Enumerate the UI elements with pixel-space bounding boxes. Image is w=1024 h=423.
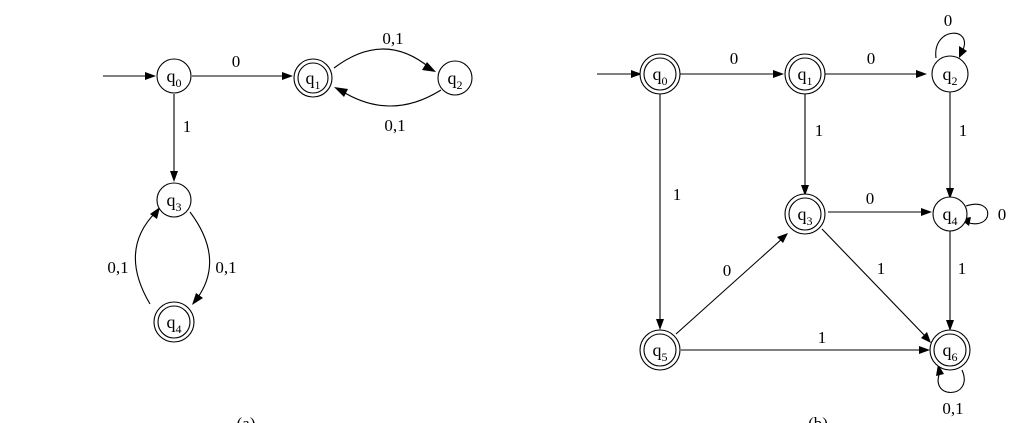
state-label: q0 [653, 64, 668, 88]
arrowhead-b-q0-q5 [656, 319, 664, 330]
arrowhead-b-q5-q3 [777, 233, 788, 243]
edge-label-b-q3-q6: 1 [877, 259, 886, 278]
edge-label-a-q0-q1: 0 [232, 52, 241, 71]
edge-label-b-q5-q3: 0 [723, 261, 732, 280]
edge-label-b-q0-q1: 0 [730, 49, 739, 68]
automaton-b: 0 0 0 1 1 1 0 0 0 1 1 1 0,1 q0 q1 q2 q [597, 11, 1006, 423]
edge-label-b-q0-q5: 1 [673, 185, 682, 204]
state-label: q1 [306, 68, 321, 92]
state-a-q1: q1 [293, 58, 333, 98]
state-circle [932, 196, 968, 232]
edge-label-a-q1-q2: 0,1 [382, 29, 403, 48]
edge-label-b-q4-q4: 0 [998, 205, 1007, 224]
arrowhead-a-q0-q1 [282, 72, 293, 80]
edge-label-b-q6-q6: 0,1 [942, 399, 963, 418]
edge-label-b-q1-q3: 1 [815, 121, 824, 140]
arrowhead-b-q3-q4 [921, 208, 932, 216]
state-label: q6 [943, 340, 958, 364]
state-b-q5: q5 [639, 329, 681, 371]
state-circle [156, 58, 192, 94]
arrowhead-b-q6-q6 [936, 364, 944, 376]
state-circle [156, 182, 192, 218]
state-b-q3: q3 [784, 193, 826, 235]
arrowhead-b-q4-q6 [946, 320, 954, 331]
arrowhead-a-q2-q1 [334, 87, 348, 97]
edge-label-b-q4-q6: 1 [958, 259, 967, 278]
state-label: q4 [943, 204, 958, 228]
edge-label-a-q0-q3: 1 [183, 117, 192, 136]
arrowhead-b-q2-q4 [946, 188, 954, 199]
edge-a-q3-q4 [189, 211, 211, 301]
state-label: q1 [798, 64, 813, 88]
arrowhead-a-q1-q2 [422, 62, 436, 72]
state-label: q3 [167, 190, 182, 214]
accepting-ring [788, 57, 822, 91]
state-circle [437, 60, 473, 96]
initial-arrowhead-b [631, 70, 642, 78]
accepting-ring [933, 333, 967, 367]
state-circle [931, 55, 969, 93]
edge-a-q4-q3 [134, 211, 157, 305]
state-b-q0: q0 [639, 53, 681, 95]
accepting-ring [788, 197, 822, 231]
initial-arrowhead-a [145, 72, 156, 80]
state-circle [153, 301, 195, 343]
state-label: q2 [448, 68, 463, 92]
arrowhead-a-q4-q3 [150, 207, 160, 219]
state-b-q4: q4 [932, 196, 968, 232]
accepting-ring [157, 305, 191, 339]
state-circle [293, 58, 333, 98]
arrowhead-b-q3-q6 [921, 332, 931, 343]
edge-b-q6-q6 [937, 369, 965, 393]
edge-b-q4-q4 [965, 203, 989, 225]
edge-label-b-q5-q6: 1 [818, 328, 827, 347]
accepting-ring [297, 62, 329, 94]
state-a-q0: q0 [156, 58, 192, 94]
accepting-ring [643, 333, 677, 367]
edge-b-q5-q3 [675, 237, 784, 335]
edge-b-q3-q6 [821, 228, 928, 339]
edge-label-a-q2-q1: 0,1 [384, 116, 405, 135]
state-circle [639, 329, 681, 371]
state-b-q2: q2 [931, 55, 969, 93]
edge-a-q1-q2 [333, 48, 431, 69]
state-b-q6: q6 [929, 329, 971, 371]
state-a-q4: q4 [153, 301, 195, 343]
state-a-q3: q3 [156, 182, 192, 218]
state-circle [784, 53, 826, 95]
state-label: q5 [653, 340, 668, 364]
edge-label-b-q1-q2: 0 [867, 49, 876, 68]
state-label: q0 [167, 66, 182, 90]
arrowhead-a-q3-q4 [192, 293, 203, 305]
state-a-q2: q2 [437, 60, 473, 96]
edge-label-b-q2-q2: 0 [944, 11, 953, 30]
caption-a: (a) [237, 414, 256, 423]
arrowhead-b-q2-q2 [959, 46, 967, 58]
state-circle [784, 193, 826, 235]
state-circle [639, 53, 681, 95]
caption-b: (b) [808, 414, 828, 423]
state-b-q1: q1 [784, 53, 826, 95]
arrowhead-b-q1-q3 [801, 185, 809, 196]
edge-label-a-q4-q3: 0,1 [107, 258, 128, 277]
state-label: q2 [943, 64, 958, 88]
accepting-ring [643, 57, 677, 91]
arrowhead-b-q0-q1 [773, 70, 784, 78]
edge-a-q2-q1 [339, 89, 442, 107]
edge-label-b-q2-q4: 1 [959, 121, 968, 140]
arrowhead-b-q5-q6 [919, 346, 930, 354]
automaton-a: 0 0,1 0,1 1 0,1 0,1 q0 q1 q2 q3 q4 (a) [103, 29, 473, 423]
edge-b-q2-q2 [935, 32, 965, 59]
state-label: q4 [167, 312, 182, 336]
arrowhead-a-q0-q3 [170, 171, 178, 182]
state-label: q3 [798, 204, 813, 228]
arrowhead-b-q1-q2 [916, 70, 927, 78]
edge-label-a-q3-q4: 0,1 [215, 258, 236, 277]
state-circle [929, 329, 971, 371]
edge-label-b-q3-q4: 0 [866, 189, 875, 208]
